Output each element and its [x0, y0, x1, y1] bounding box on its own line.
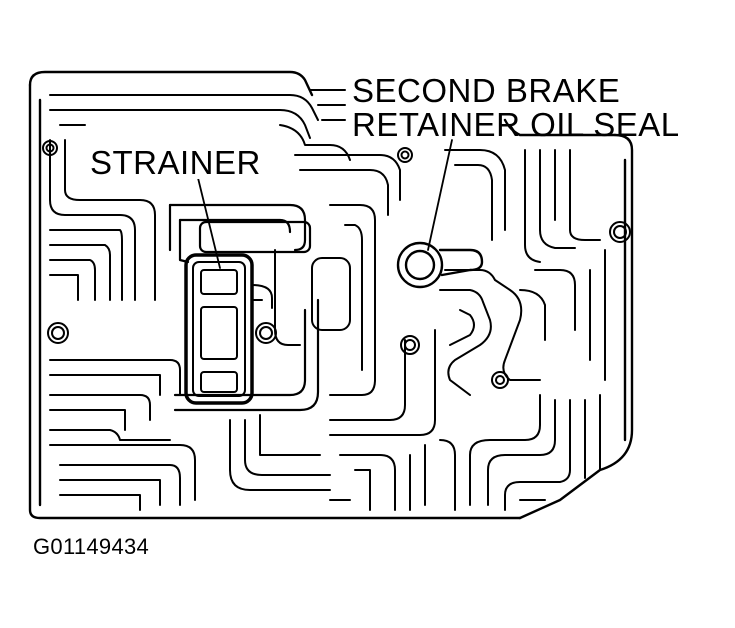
oil-passages-right — [439, 249, 606, 511]
oil-passages-middle — [229, 204, 456, 511]
bolt-hole — [45, 143, 55, 153]
bolt-hole — [495, 375, 505, 385]
oil-passages-top — [49, 89, 601, 263]
strainer — [184, 253, 273, 405]
bolt-holes — [42, 140, 631, 389]
bolt-hole — [397, 147, 413, 163]
seal-leader-line — [427, 139, 453, 251]
bolt-hole — [42, 140, 58, 156]
retainer-oil-seal-label: RETAINER OIL SEAL — [352, 106, 680, 143]
bolt-hole — [47, 322, 69, 344]
figure-code: G01149434 — [33, 534, 150, 559]
strainer-label: STRAINER — [86, 146, 265, 179]
oil-passages-left — [49, 139, 196, 511]
strainer-housing — [168, 203, 320, 412]
bolt-hole — [255, 322, 277, 344]
bolt-hole — [400, 335, 420, 355]
bolt-hole — [259, 326, 273, 340]
bolt-hole — [400, 150, 410, 160]
valve-body-outline — [28, 70, 634, 520]
retainer-oil-seal — [396, 241, 484, 289]
bolt-hole — [613, 225, 627, 239]
strainer-leader-line — [197, 177, 221, 269]
leader-lines — [197, 139, 453, 269]
bolt-hole — [491, 371, 509, 389]
bolt-hole — [404, 339, 416, 351]
bolt-hole — [51, 326, 65, 340]
second-brake-label: SECOND BRAKE — [352, 72, 621, 109]
bolt-hole — [609, 221, 631, 243]
